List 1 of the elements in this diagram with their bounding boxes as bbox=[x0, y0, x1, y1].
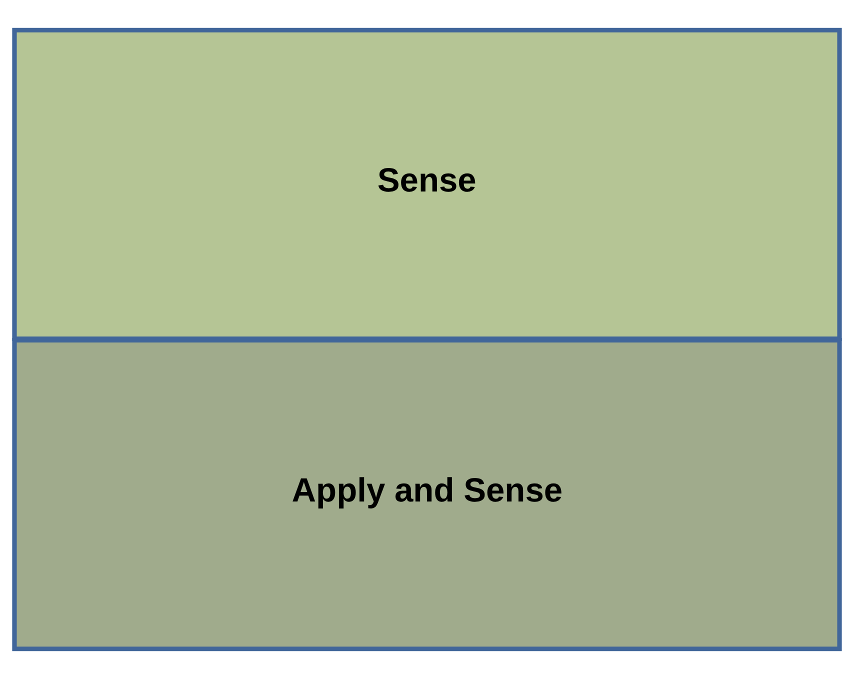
node-box: Sense bbox=[12, 27, 842, 341]
